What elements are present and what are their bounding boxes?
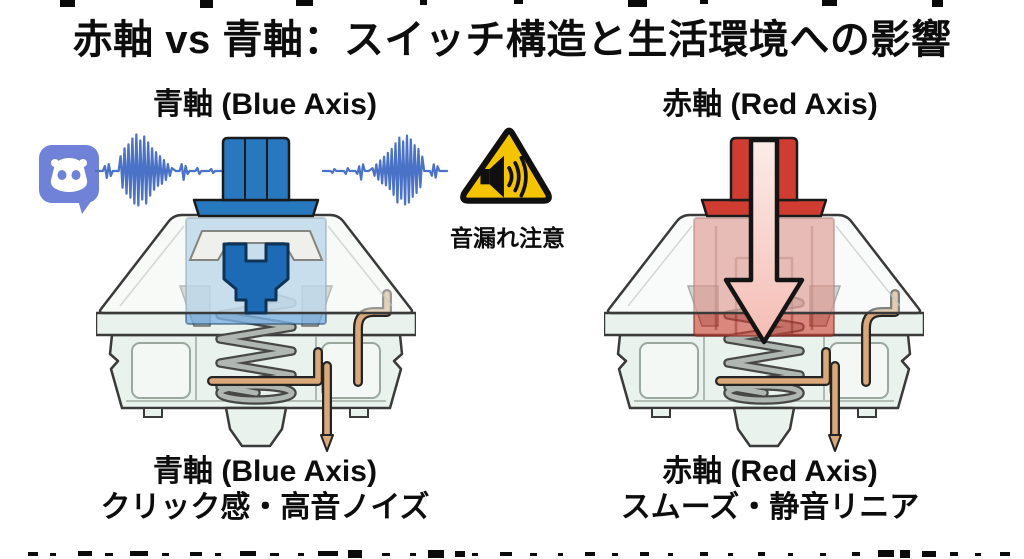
sound-warning-icon xyxy=(460,127,552,204)
blue-caption-title: 青軸 (Blue Axis) xyxy=(153,455,377,488)
bottom-edge-text-fragments xyxy=(28,550,1010,558)
red-caption-sub: スムーズ・静音リニア xyxy=(620,491,920,524)
blue-stem xyxy=(192,136,320,218)
blue-switch-caption: 青軸 (Blue Axis) クリック感・高音ノイズ xyxy=(20,454,510,526)
sound-wave-left-icon xyxy=(95,133,223,207)
key-press-down-arrow-icon xyxy=(723,137,805,345)
blue-switch-diagram xyxy=(96,136,416,452)
red-switch-caption: 赤軸 (Red Axis) スムーズ・静音リニア xyxy=(530,454,1010,526)
page-title: 赤軸 vs 青軸：スイッチ構造と生活環境への影響 xyxy=(72,18,952,62)
top-edge-text-fragments xyxy=(60,0,943,8)
red-caption-title: 赤軸 (Red Axis) xyxy=(662,455,878,488)
red-switch-diagram xyxy=(604,136,924,452)
center-post xyxy=(224,406,288,448)
discord-icon xyxy=(39,145,99,214)
warning-label: 音漏れ注意 xyxy=(450,225,565,251)
red-switch-heading: 赤軸 (Red Axis) xyxy=(662,88,878,121)
center-post xyxy=(732,406,796,448)
speaker-glyph xyxy=(480,155,504,198)
click-jacket xyxy=(222,242,290,315)
blue-caption-sub: クリック感・高音ノイズ xyxy=(100,491,430,524)
sound-wave-right-icon xyxy=(321,134,449,206)
blue-switch-heading: 青軸 (Blue Axis) xyxy=(153,88,377,121)
